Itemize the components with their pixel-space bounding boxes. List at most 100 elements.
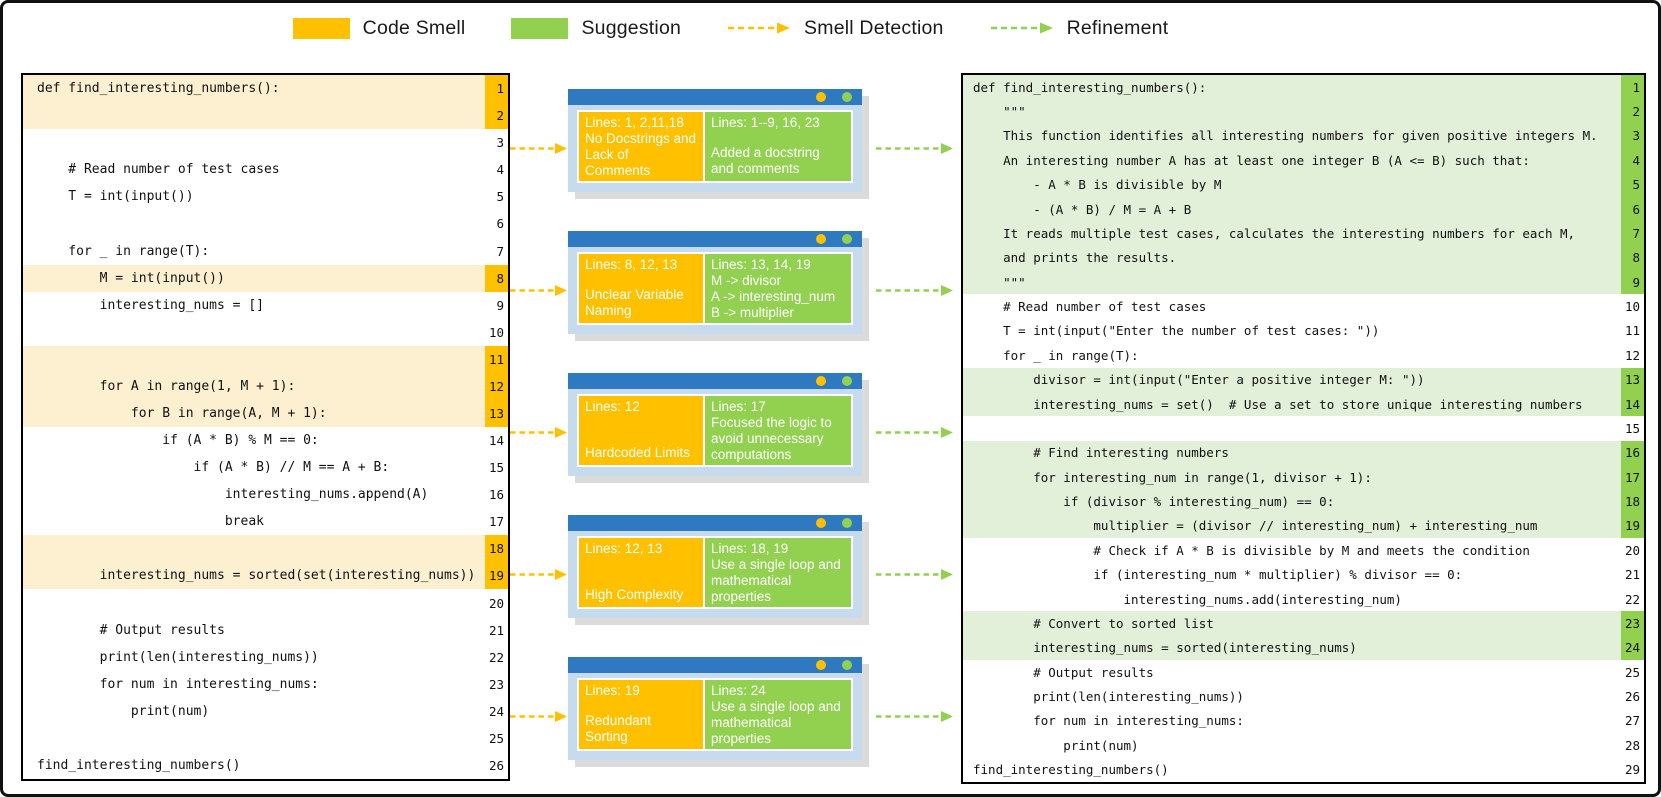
code-line: find_interesting_numbers() 29: [963, 758, 1644, 782]
code-text: # Convert to sorted list: [973, 615, 1214, 631]
line-number: 6: [496, 216, 504, 232]
code-line: print(num) 28: [963, 733, 1644, 757]
line-number: 4: [496, 162, 504, 178]
smell-dot-icon: [816, 660, 826, 670]
code-text: print(len(interesting_nums)): [973, 689, 1244, 705]
code-text: - A * B is divisible by M: [973, 177, 1222, 193]
code-text: # Check if A * B is divisible by M and m…: [973, 542, 1530, 558]
suggestion-panel: Lines: 1--9, 16, 23 Added a docstring an…: [703, 110, 853, 183]
line-number: 1: [1621, 75, 1644, 100]
code-text: for B in range(A, M + 1):: [37, 405, 327, 421]
code-text: [23, 210, 485, 237]
line-number: 13: [485, 399, 508, 428]
suggestion-dot-icon: [842, 376, 852, 386]
line-number: 27: [1624, 713, 1640, 729]
line-number: 16: [488, 487, 504, 503]
line-number: 3: [1621, 123, 1644, 149]
code-text: """: [973, 274, 1026, 290]
smell-lines: Lines: 8, 12, 13: [585, 257, 678, 272]
code-line: 3: [23, 129, 508, 156]
code-line: """ 2: [963, 99, 1644, 124]
code-line: def find_interesting_numbers(): 1: [23, 75, 508, 103]
code-text: This function identifies all interesting…: [973, 128, 1598, 144]
smell-dot-icon: [816, 518, 826, 528]
code-line: find_interesting_numbers() 26: [23, 752, 508, 779]
suggestion-panel: Lines: 17 Focused the logic to avoid unn…: [703, 394, 853, 467]
legend-item-smell-detection: Smell Detection: [727, 17, 944, 40]
line-number: 11: [1624, 323, 1640, 339]
code-line: for B in range(A, M + 1): 13: [23, 399, 508, 428]
smell-dot-icon: [816, 92, 826, 102]
line-number: 3: [496, 135, 504, 151]
line-number: 2: [1621, 99, 1644, 124]
legend-label: Suggestion: [581, 16, 682, 39]
refinement-arrow-icon: [876, 711, 953, 722]
smell-lines: Lines: 12, 13: [585, 541, 663, 556]
line-number: 21: [1624, 567, 1640, 583]
legend-label: Code Smell: [362, 16, 466, 39]
code-text: multiplier = (divisor // interesting_num…: [973, 518, 1538, 534]
smell-detection-arrow-icon: [510, 711, 567, 722]
code-text: [23, 535, 485, 562]
code-line: 15: [963, 416, 1644, 440]
line-number: 5: [1621, 172, 1644, 197]
code-text: if (A * B) % M == 0:: [37, 433, 319, 449]
suggestion-panel: Lines: 24 Use a single loop and mathemat…: [703, 678, 853, 751]
legend-item-code-smell: Code Smell: [292, 16, 466, 40]
smell-lines: Lines: 1, 2,11,18: [585, 115, 684, 130]
smell-card-row: Lines: 8, 12, 13 Unclear Variable Naming…: [510, 231, 961, 341]
code-text: [23, 346, 485, 373]
line-number: 24: [1621, 635, 1644, 660]
legend-label: Smell Detection: [804, 16, 944, 39]
smell-card-row: Lines: 19 Redundant Sorting Lines: 24 Us…: [510, 657, 961, 767]
code-text: print(num): [37, 703, 210, 719]
line-number: 22: [1624, 591, 1640, 607]
code-text: An interesting number A has at least one…: [973, 152, 1530, 168]
suggestion-lines: Lines: 1--9, 16, 23: [710, 115, 820, 130]
line-number: 12: [1624, 347, 1640, 363]
smell-detection-arrow-icon: [510, 285, 567, 296]
code-text: for num in interesting_nums:: [37, 676, 319, 692]
card-body: Lines: 12, 13 High Complexity Lines: 18,…: [568, 531, 862, 618]
code-line: """ 9: [963, 270, 1644, 295]
code-line: interesting_nums.add(interesting_num) 22: [963, 587, 1644, 611]
card-body: Lines: 1, 2,11,18 No Docstrings and Lack…: [568, 105, 862, 192]
code-text: interesting_nums = []: [37, 297, 264, 313]
code-text: [23, 589, 485, 616]
code-text: T = int(input("Enter the number of test …: [973, 323, 1380, 339]
suggestion-description: Use a single loop and mathematical prope…: [710, 556, 841, 604]
code-line: for num in interesting_nums: 27: [963, 709, 1644, 733]
code-text: interesting_nums = set() # Use a set to …: [973, 396, 1583, 412]
code-line: interesting_nums = [] 9: [23, 292, 508, 319]
line-number: 21: [488, 622, 504, 638]
line-number: 5: [496, 189, 504, 205]
code-smell-panel: Lines: 19 Redundant Sorting: [577, 678, 704, 751]
line-number: 15: [488, 460, 504, 476]
code-smell-panel: Lines: 12 Hardcoded Limits: [577, 394, 704, 467]
code-text: # Find interesting numbers: [973, 445, 1229, 461]
smell-description: High Complexity: [585, 587, 684, 603]
code-text: T = int(input()): [37, 189, 194, 205]
line-number: 23: [1621, 611, 1644, 636]
line-number: 25: [488, 730, 504, 746]
card-body: Lines: 19 Redundant Sorting Lines: 24 Us…: [568, 673, 862, 760]
line-number: 18: [1621, 489, 1644, 514]
code-text: It reads multiple test cases, calculates…: [973, 225, 1576, 241]
refinement-arrow-icon: [876, 569, 953, 580]
code-line: 25: [23, 725, 508, 752]
smell-suggestion-card: Lines: 12 Hardcoded Limits Lines: 17 Foc…: [568, 373, 862, 476]
code-line: if (interesting_num * multiplier) % divi…: [963, 563, 1644, 587]
line-number: 17: [488, 514, 504, 530]
card-body: Lines: 8, 12, 13 Unclear Variable Naming…: [568, 247, 862, 334]
smell-detection-arrow-icon: [728, 22, 791, 34]
code-text: def find_interesting_numbers():: [973, 79, 1207, 95]
line-number: 23: [488, 676, 504, 692]
code-line: for _ in range(T): 7: [23, 237, 508, 264]
legend-label: Refinement: [1066, 16, 1169, 39]
code-text: find_interesting_numbers(): [37, 757, 241, 773]
suggestion-description: M -> divisor A -> interesting_num B -> m…: [710, 272, 836, 320]
code-line: interesting_nums = sorted(interesting_nu…: [963, 635, 1644, 660]
code-smell-panel: Lines: 8, 12, 13 Unclear Variable Naming: [577, 252, 704, 325]
card-titlebar: [568, 373, 862, 389]
line-number: 14: [488, 433, 504, 449]
